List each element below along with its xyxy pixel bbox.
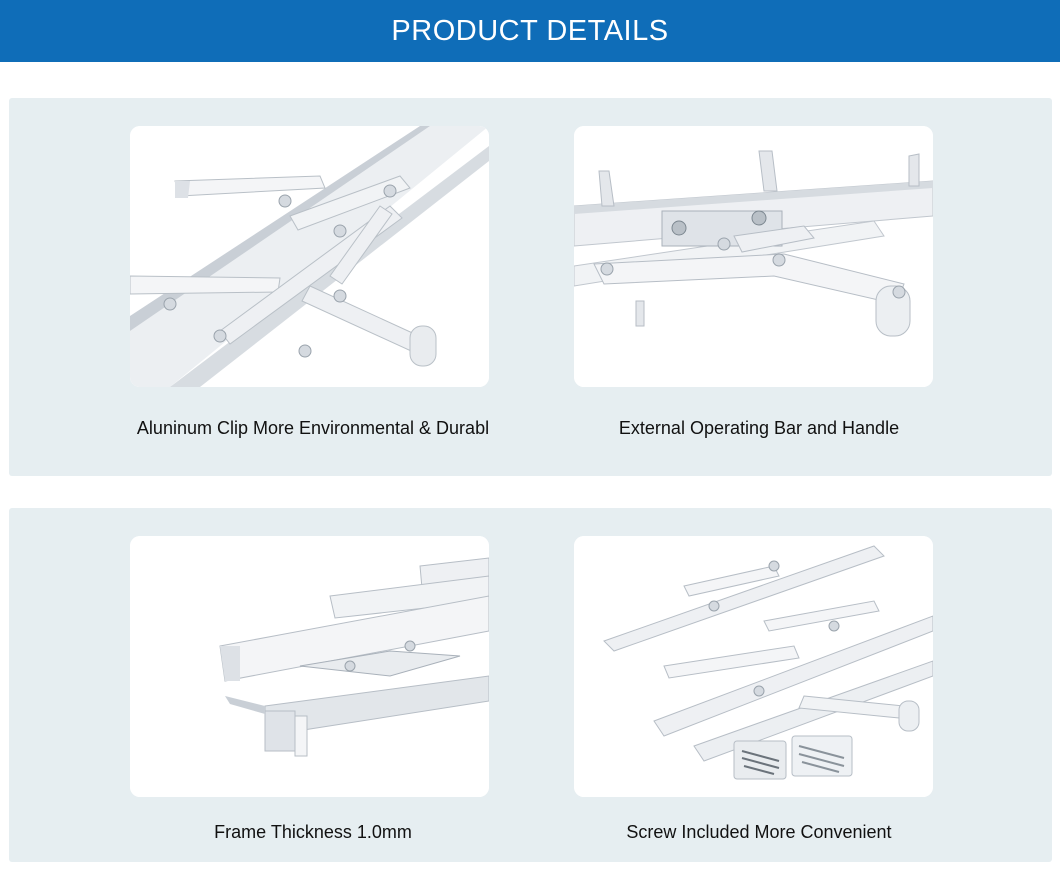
hinge-arm-image	[130, 126, 489, 387]
hinge-set-image	[574, 536, 933, 797]
page-title: PRODUCT DETAILS	[391, 14, 669, 47]
frame-profile-image	[130, 536, 489, 797]
details-panel-top: Aluninum Clip More Environmental & Durab…	[9, 98, 1052, 476]
detail-caption-4: Screw Included More Convenient	[626, 822, 892, 842]
details-panel-bottom: Frame Thickness 1.0mm	[9, 508, 1052, 862]
header-banner: PRODUCT DETAILS	[0, 0, 1060, 62]
detail-caption-3: Frame Thickness 1.0mm	[214, 822, 412, 842]
detail-caption-1: Aluninum Clip More Environmental & Durab…	[136, 418, 490, 438]
detail-caption-2: External Operating Bar and Handle	[618, 418, 900, 438]
operating-bar-image	[574, 126, 933, 387]
